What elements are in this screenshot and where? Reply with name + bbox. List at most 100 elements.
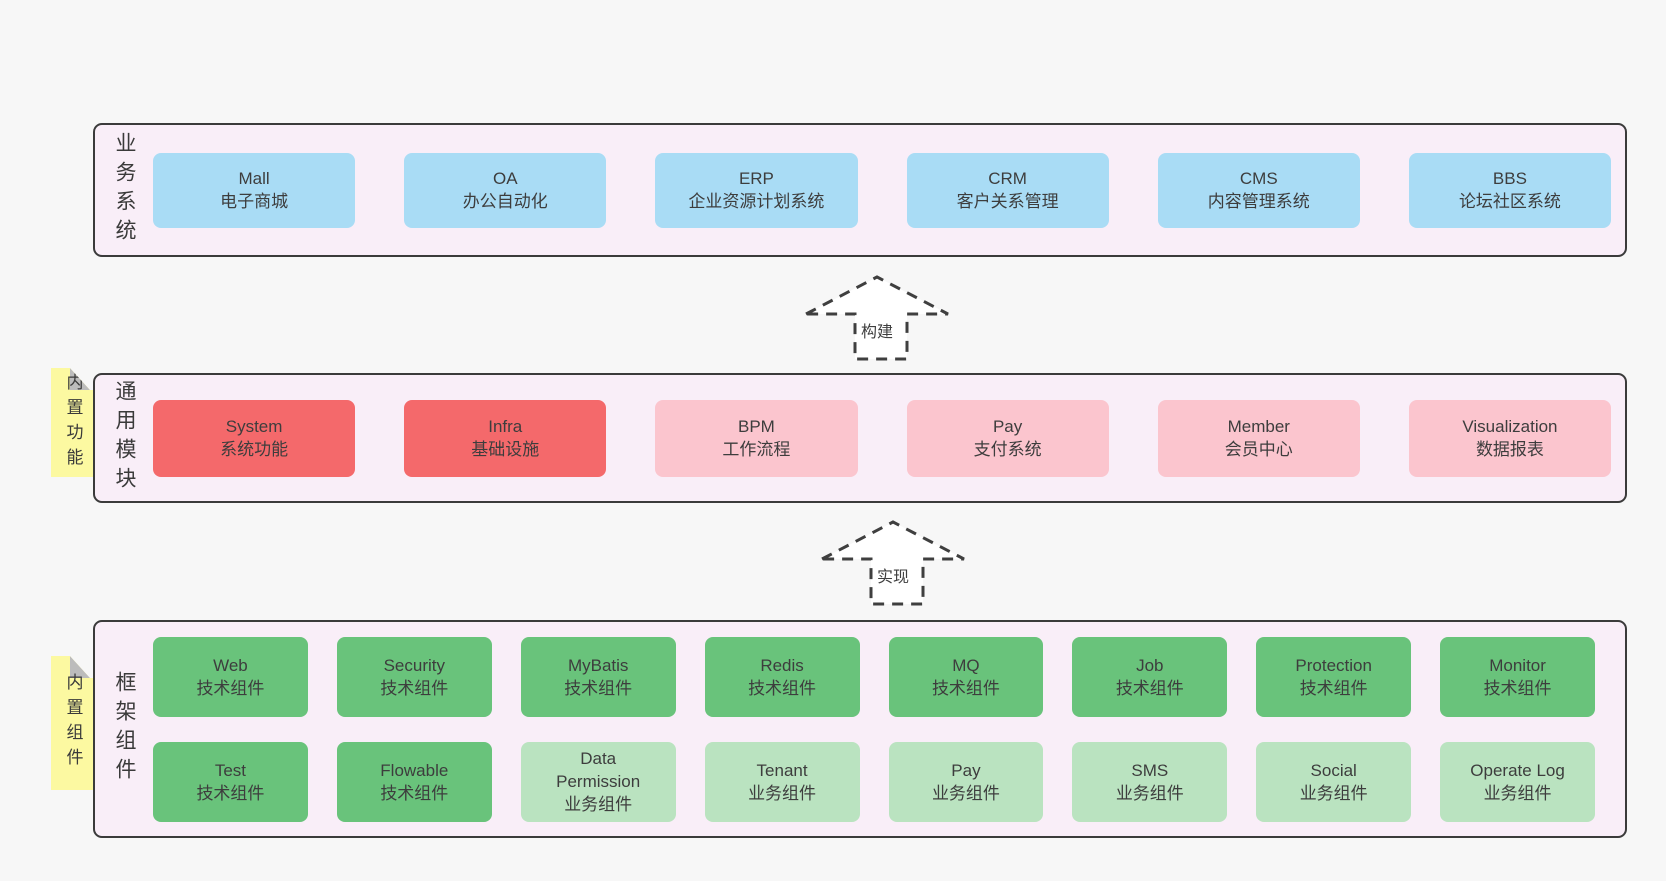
box-subtitle: 业务组件 bbox=[1115, 783, 1184, 803]
box-mall: Mall 电子商城 bbox=[153, 152, 356, 228]
box-title: Operate Log bbox=[1470, 760, 1565, 780]
box-title: Protection bbox=[1295, 655, 1372, 675]
box-redis: Redis 技术组件 bbox=[704, 636, 860, 717]
box-subtitle: 技术组件 bbox=[380, 783, 449, 803]
box-subtitle: 技术组件 bbox=[564, 678, 633, 698]
box-title: OA bbox=[492, 169, 518, 188]
implement-arrow: 实现 bbox=[819, 519, 967, 607]
sticky-note-built-in-features: 内置功能 bbox=[51, 368, 95, 477]
box-subtitle: 技术组件 bbox=[1483, 678, 1552, 698]
box-title: Pay bbox=[951, 760, 981, 780]
box-title: ERP bbox=[738, 169, 774, 188]
note-label: 内置功能 bbox=[63, 372, 83, 473]
box-title: MyBatis bbox=[567, 655, 629, 675]
box-title: CRM bbox=[988, 169, 1027, 188]
box-title: Test bbox=[214, 760, 247, 780]
box-data-permission: Data Permission 业务组件 bbox=[520, 741, 676, 822]
box-subtitle: 技术组件 bbox=[196, 783, 265, 803]
box-title: Monitor bbox=[1489, 655, 1546, 675]
box-sms: SMS 业务组件 bbox=[1072, 741, 1228, 822]
box-mybatis: MyBatis 技术组件 bbox=[520, 636, 676, 717]
box-title: Security bbox=[383, 655, 446, 675]
box-erp: ERP 企业资源计划系统 bbox=[655, 152, 858, 228]
box-title: Mall bbox=[238, 169, 270, 188]
box-subtitle: 企业资源计划系统 bbox=[688, 192, 825, 211]
box-subtitle: 基础设施 bbox=[471, 440, 540, 459]
box-protection: Protection 技术组件 bbox=[1256, 636, 1412, 717]
common-modules-panel: 通用模块 System 系统功能 Infra 基础设施 BPM 工作流程 Pay… bbox=[93, 373, 1627, 503]
box-bpm: BPM 工作流程 bbox=[655, 399, 858, 477]
panel-label-framework-components: 框架组件 bbox=[95, 622, 153, 836]
box-subtitle: 业务组件 bbox=[564, 795, 633, 814]
box-cms: CMS 内容管理系统 bbox=[1157, 152, 1360, 228]
note-label: 内置组件 bbox=[63, 673, 83, 773]
framework-components-panel: 框架组件 Web 技术组件 Security 技术组件 MyBatis 技术组件… bbox=[93, 620, 1627, 838]
box-subtitle: 支付系统 bbox=[973, 440, 1042, 459]
box-crm: CRM 客户关系管理 bbox=[906, 152, 1109, 228]
box-subtitle: 电子商城 bbox=[220, 192, 289, 211]
box-subtitle: 内容管理系统 bbox=[1207, 192, 1310, 211]
sticky-note-built-in-components: 内置组件 bbox=[51, 656, 95, 790]
box-subtitle: 业务组件 bbox=[1483, 783, 1552, 803]
box-subtitle: 技术组件 bbox=[380, 678, 449, 698]
dashed-up-arrow-icon bbox=[805, 275, 949, 361]
common-modules-row: System 系统功能 Infra 基础设施 BPM 工作流程 Pay 支付系统… bbox=[153, 375, 1625, 501]
box-subtitle: 业务组件 bbox=[748, 783, 817, 803]
box-title: Visualization bbox=[1462, 417, 1558, 436]
box-title: Infra bbox=[488, 417, 523, 436]
box-title: Job bbox=[1136, 655, 1164, 675]
box-title: Data Permission bbox=[556, 749, 641, 791]
box-subtitle: 客户关系管理 bbox=[956, 192, 1059, 211]
box-subtitle: 办公自动化 bbox=[462, 192, 548, 211]
box-subtitle: 数据报表 bbox=[1475, 440, 1544, 459]
box-subtitle: 技术组件 bbox=[1115, 678, 1184, 698]
arrow-label: 实现 bbox=[876, 569, 909, 586]
box-subtitle: 技术组件 bbox=[748, 678, 817, 698]
panel-label-text: 框架组件 bbox=[113, 671, 136, 787]
box-operate-log: Operate Log 业务组件 bbox=[1440, 741, 1595, 822]
box-title: Social bbox=[1310, 760, 1357, 780]
box-title: BBS bbox=[1492, 169, 1527, 188]
box-subtitle: 论坛社区系统 bbox=[1458, 192, 1561, 211]
business-systems-panel: 业务系统 Mall 电子商城 OA 办公自动化 ERP 企业资源计划系统 CRM… bbox=[93, 123, 1627, 257]
box-subtitle: 业务组件 bbox=[1299, 783, 1368, 803]
box-subtitle: 技术组件 bbox=[1299, 678, 1368, 698]
box-title: CMS bbox=[1239, 169, 1278, 188]
box-job: Job 技术组件 bbox=[1072, 636, 1228, 717]
box-system: System 系统功能 bbox=[153, 399, 356, 477]
box-visualization: Visualization 数据报表 bbox=[1408, 399, 1612, 477]
box-oa: OA 办公自动化 bbox=[404, 152, 607, 228]
components-row-2: Test 技术组件 Flowable 技术组件 Data Permission … bbox=[153, 741, 1595, 822]
box-pay: Pay 支付系统 bbox=[906, 399, 1109, 477]
box-title: Pay bbox=[992, 417, 1023, 436]
components-row-1: Web 技术组件 Security 技术组件 MyBatis 技术组件 Redi… bbox=[153, 636, 1595, 717]
business-systems-row: Mall 电子商城 OA 办公自动化 ERP 企业资源计划系统 CRM 客户关系… bbox=[153, 125, 1625, 255]
box-monitor: Monitor 技术组件 bbox=[1440, 636, 1595, 717]
box-title: BPM bbox=[738, 417, 775, 436]
box-title: Redis bbox=[760, 655, 804, 675]
box-flowable: Flowable 技术组件 bbox=[336, 741, 492, 822]
box-title: Member bbox=[1227, 417, 1290, 436]
box-test: Test 技术组件 bbox=[153, 741, 308, 822]
box-member: Member 会员中心 bbox=[1157, 399, 1360, 477]
box-web: Web 技术组件 bbox=[153, 636, 308, 717]
box-title: System bbox=[225, 417, 283, 436]
box-tenant: Tenant 业务组件 bbox=[704, 741, 860, 822]
build-arrow: 构建 bbox=[803, 274, 951, 362]
arrow-label: 构建 bbox=[860, 324, 893, 341]
box-title: Web bbox=[213, 655, 248, 675]
box-subtitle: 系统功能 bbox=[220, 440, 289, 459]
framework-components-grid: Web 技术组件 Security 技术组件 MyBatis 技术组件 Redi… bbox=[153, 622, 1625, 836]
box-subtitle: 会员中心 bbox=[1224, 440, 1293, 459]
box-bbs: BBS 论坛社区系统 bbox=[1408, 152, 1612, 228]
box-pay-business: Pay 业务组件 bbox=[888, 741, 1044, 822]
box-mq: MQ 技术组件 bbox=[888, 636, 1044, 717]
box-subtitle: 工作流程 bbox=[722, 440, 791, 459]
box-subtitle: 业务组件 bbox=[931, 783, 1000, 803]
box-social: Social 业务组件 bbox=[1256, 741, 1412, 822]
box-subtitle: 技术组件 bbox=[196, 678, 265, 698]
box-title: SMS bbox=[1131, 760, 1169, 780]
box-title: Flowable bbox=[380, 760, 449, 780]
box-security: Security 技术组件 bbox=[336, 636, 492, 717]
